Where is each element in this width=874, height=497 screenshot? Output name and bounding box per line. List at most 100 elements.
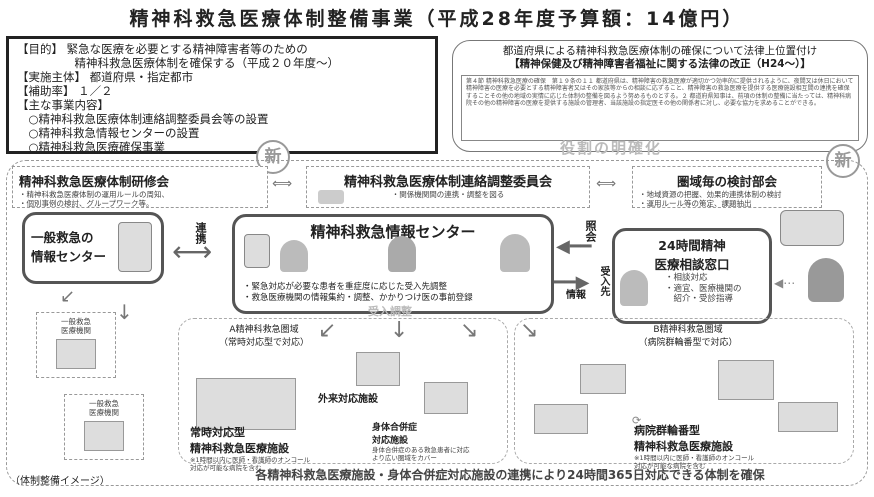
area-b-label: B精神科救急圏域 （病院群輪番型で対応）: [628, 322, 748, 348]
purpose-line: ○精神科救急医療体制連絡調整委員会等の設置: [17, 112, 269, 126]
comorbid-title: 身体合併症: [372, 423, 418, 433]
purpose-line: ○精神科救急情報センターの設置: [17, 126, 200, 140]
down-arrow-icon: ↙: [60, 286, 76, 307]
ambulance-icon: [780, 210, 844, 246]
consult-title: 医療相談窓口: [654, 257, 730, 272]
constant-note: ※1時間以内に医師・看護師のオンコール: [190, 456, 311, 464]
hospital-icon: [84, 421, 124, 451]
double-arrow-icon: ⟺: [272, 176, 293, 192]
cooperation-label: 連携: [194, 222, 207, 244]
training-box: 精神科救急医療体制研修会 ・精神科救急医療体制の運用ルールの周知、 ・個別事例の…: [12, 166, 268, 208]
area-a-sub: （常時対応型で対応）: [218, 338, 309, 348]
training-line: ・個別事例の検討、グループワーク等。: [19, 199, 154, 208]
committee-sub: ・関係機関間の連携・調整を図る: [391, 190, 505, 199]
rotation-title: 精神科救急医療施設: [634, 440, 733, 453]
consult-line: ・相談対応: [665, 273, 708, 283]
legal-box: 都道府県による精神科救急医療体制の確保について法律上位置付け 【精神保健及び精神…: [452, 40, 868, 152]
area-a-label: A精神科救急圏域 （常時対応型で対応）: [214, 322, 314, 348]
area-b-title: B精神科救急圏域: [653, 325, 723, 335]
general-center-line: 情報センター: [31, 249, 107, 264]
purpose-line: 【主な事業内容】: [17, 98, 109, 112]
bidirectional-arrow-icon: ⟷: [172, 235, 213, 268]
consult-line: ・適宜、医療機関の: [665, 283, 742, 294]
down-arrow-icon: ↘: [460, 318, 479, 343]
patient-icon: [808, 258, 844, 302]
regional-line: ・地域資源の把握、効果的連携体制の検討: [639, 190, 782, 199]
right-arrow-icon: ━━▶: [554, 272, 590, 293]
down-arrow-icon: ↓: [390, 318, 409, 343]
hospital-icon: [534, 404, 588, 434]
legal-heading: 都道府県による精神科救急医療体制の確保について法律上位置付け: [502, 45, 818, 57]
clarification-label: 役割の明確化: [560, 139, 663, 157]
regional-box: 圏域毎の検討部会 ・地域資源の把握、効果的連携体制の検討 ・運用ルール等の策定、…: [632, 166, 822, 208]
general-hospital-box: 一般救急 医療機関: [64, 394, 144, 460]
hospital-icon: [718, 360, 774, 400]
phone-icon: [244, 234, 270, 268]
acceptance-adjust-label: 受入調整: [368, 305, 412, 318]
acceptance-label: 受入先: [598, 266, 609, 296]
general-hospital-line: 医療機関: [89, 408, 119, 417]
training-title: 精神科救急医療体制研修会: [19, 174, 170, 189]
hospital-icon: [424, 382, 468, 414]
general-hospital-line: 一般救急: [61, 317, 91, 326]
comorbid-note: より広い圏域をカバー: [372, 454, 437, 462]
consult-title: 24時間精神: [658, 238, 726, 253]
area-a-frame: [178, 318, 508, 464]
area-b-sub: （病院群輪番型で対応）: [638, 338, 738, 348]
info-center-line: ・救急医療機関の情報集約・調整、かかりつけ医の事前登録: [243, 293, 473, 303]
double-arrow-icon: ⟺: [596, 176, 617, 192]
regional-line: ・運用ルール等の策定、課題抽出: [639, 199, 752, 208]
doctor-icon: [500, 234, 530, 272]
rotation-note: 対応が可能な病院を含む: [634, 462, 706, 470]
comorbid-title: 対応施設: [372, 436, 409, 446]
purpose-box: 【目的】 緊急な医療を必要とする精神障害者等のための 精神科救急医療体制を確保す…: [6, 36, 438, 154]
rotation-facility-label: 病院群輪番型 精神科救急医療施設 ※1時間以内に医師・看護師のオンコール 対応が…: [634, 422, 754, 470]
constant-title: 常時対応型: [190, 426, 245, 439]
outpatient-label: 外来対応施設: [318, 394, 378, 405]
constant-facility-label: 常時対応型 精神科救急医療施設 ※1時間以内に医師・看護師のオンコール 対応が可…: [190, 424, 310, 472]
purpose-line: 【実施主体】 都道府県・指定都市: [17, 70, 194, 84]
area-b-frame: [514, 318, 854, 464]
purpose-line: 【目的】 緊急な医療を必要とする精神障害者等のための: [17, 42, 308, 56]
comorbid-note: 身体合併症のある救急患者に対応: [372, 446, 470, 454]
purpose-line: ○精神科救急医療確保事業: [17, 140, 166, 154]
consult-line: 紹介・受診指導: [665, 294, 734, 304]
legal-subheading: 【精神保健及び精神障害者福祉に関する法律の改正（H24～）】: [509, 58, 811, 70]
phone-icon: [118, 222, 152, 272]
counselor-icon: [620, 270, 648, 306]
info-center-title: 精神科救急情報センター: [310, 223, 476, 241]
general-hospital-line: 医療機関: [61, 326, 91, 335]
system-frame: [6, 160, 868, 486]
legal-article: 第４節 精神科救急医療の確保 第１９条の１１ 都道府県は、精神障害の救急医療が適…: [461, 75, 859, 141]
hospital-icon: [196, 378, 296, 430]
operator-icon: [388, 236, 416, 272]
rotation-arrow-icon: ⟳: [632, 414, 642, 427]
general-hospital-line: 一般救急: [89, 399, 119, 408]
committee-box: 精神科救急医療体制連絡調整委員会 ・関係機関間の連携・調整を図る: [306, 166, 590, 208]
down-arrow-icon: ↙: [318, 318, 337, 343]
purpose-line: 【補助率】 １／２: [17, 84, 113, 98]
footer-text: 各精神科救急医療施設・身体合併症対応施設の連携により24時間365日対応できる体…: [255, 468, 765, 482]
training-line: ・精神科救急医療体制の運用ルールの周知、: [19, 190, 169, 199]
down-arrow-icon: ↓: [116, 300, 133, 324]
hospital-icon: [56, 339, 96, 369]
general-hospital-box: 一般救急 医療機関: [36, 312, 116, 378]
page-title: 精神科救急医療体制整備事業（平成28年度予算額：14億円）: [129, 8, 745, 30]
meeting-icon: [318, 190, 344, 204]
info-center-line: ・緊急対応が必要な患者を重症度に応じた受入先調整: [243, 282, 448, 292]
hospital-icon: [778, 402, 838, 432]
constant-title: 精神科救急医療施設: [190, 442, 289, 455]
system-image-label: （体制整備イメージ）: [10, 476, 110, 487]
referral-label: 照会: [584, 220, 597, 242]
info-label: 情報: [566, 290, 586, 301]
rotation-note: ※1時間以内に医師・看護師のオンコール: [634, 454, 755, 462]
hospital-icon: [580, 364, 626, 394]
general-center-line: 一般救急の: [31, 230, 94, 245]
regional-title: 圏域毎の検討部会: [676, 174, 777, 189]
operator-icon: [280, 240, 308, 272]
constant-note: 対応が可能な病院を含む: [190, 464, 262, 472]
left-arrow-icon: ◀━━: [556, 236, 592, 257]
rotation-title: 病院群輪番型: [634, 424, 700, 437]
purpose-line: 精神科救急医療体制を確保する（平成２０年度～）: [17, 56, 339, 70]
committee-title: 精神科救急医療体制連絡調整委員会: [343, 175, 552, 190]
